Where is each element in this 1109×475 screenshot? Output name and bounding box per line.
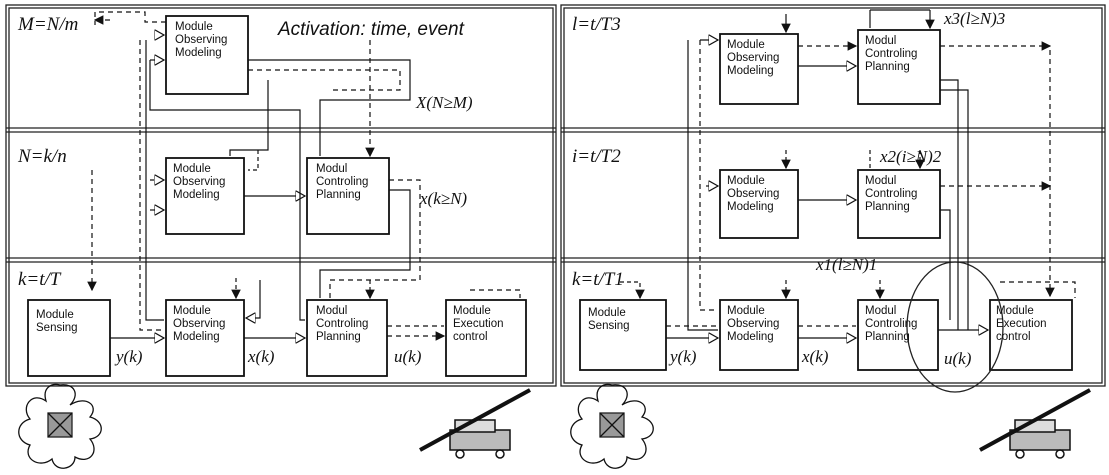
signal-x1: x1(l≥N)1 xyxy=(815,255,877,274)
signal-x-mid: x(k≥N) xyxy=(419,189,467,208)
robot-arm-illustration-right xyxy=(980,390,1090,458)
signal-u: u(k) xyxy=(394,347,422,366)
left-layer-label-2: N=k/n xyxy=(17,146,67,167)
signal-x-right: x(k) xyxy=(801,347,829,366)
right-layer-label-3: k=t/T1 xyxy=(572,269,624,290)
left-layer-label-1: M=N/m xyxy=(17,14,78,35)
signal-x2: x2(i≥N)2 xyxy=(879,147,942,166)
left-layer-label-3: k=t/T xyxy=(18,269,62,290)
right-layer-label-1: l=t/T3 xyxy=(572,14,621,35)
signal-u-right: u(k) xyxy=(944,349,972,368)
sensor-plant-illustration-right xyxy=(571,385,654,469)
signal-y-right: y(k) xyxy=(668,347,697,366)
left-connectors xyxy=(92,12,520,338)
signal-x3: x3(l≥N)3 xyxy=(943,9,1005,28)
robot-arm-illustration-left xyxy=(420,390,530,458)
signal-y: y(k) xyxy=(114,347,143,366)
right-layer-label-2: i=t/T2 xyxy=(572,146,621,167)
signal-x: x(k) xyxy=(247,347,275,366)
sensor-plant-illustration-left xyxy=(19,385,102,469)
signal-x-top: X(N≥M) xyxy=(415,93,473,112)
right-connectors xyxy=(620,10,1075,338)
activation-label: Activation: time, event xyxy=(277,19,465,40)
